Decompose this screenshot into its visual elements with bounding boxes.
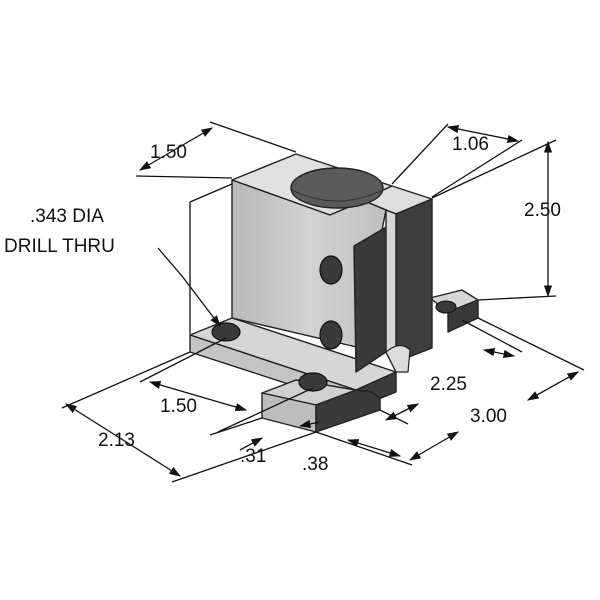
drill-note-line1: .343 DIA [30, 206, 104, 227]
base-hole-right [435, 300, 457, 314]
tower-left-dark-side [353, 225, 389, 373]
bore-hole-lower-edge [291, 189, 384, 202]
drill-note-line2: DRILL THRU [4, 236, 115, 257]
dim-base-depth: 2.13 [98, 430, 135, 451]
base-hole-left [211, 322, 241, 342]
dim-right-hole-spacing: 2.25 [430, 374, 467, 395]
tower-right-half [395, 198, 433, 363]
dim-hole-edge-offset: .31 [240, 446, 266, 467]
dim-top-depth: 1.06 [452, 134, 489, 155]
base-notch [385, 344, 411, 373]
dim-overall-length: 3.00 [470, 406, 507, 427]
dim-top-width: 1.50 [150, 142, 187, 163]
dim-slot-offset: .38 [302, 454, 328, 475]
tower-hole-lower [319, 320, 343, 350]
base-hole-front [298, 372, 328, 392]
dim-base-hole-spacing: 1.50 [160, 396, 197, 417]
bore-hole [290, 167, 384, 209]
dim-height: 2.50 [524, 200, 561, 221]
tower-hole-upper [319, 255, 343, 285]
